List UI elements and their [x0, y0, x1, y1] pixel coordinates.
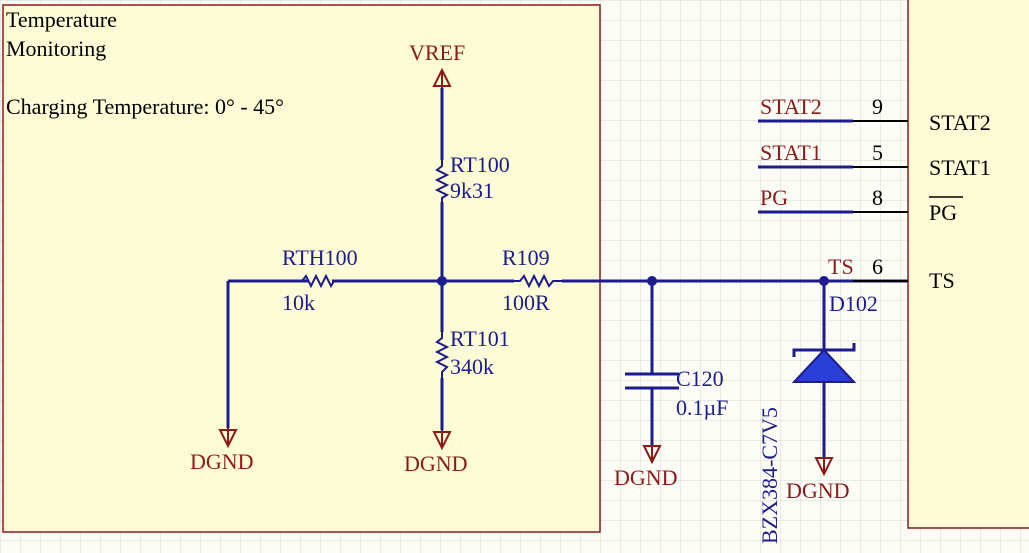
d102-ref: D102	[829, 291, 878, 316]
rt100-resistor-icon[interactable]	[434, 160, 450, 202]
rt100-value: 9k31	[450, 178, 494, 203]
pin-number-pg: 8	[872, 185, 883, 210]
rth100-value: 10k	[282, 290, 315, 315]
r109-ref: R109	[502, 245, 550, 270]
charging-temperature-note: Charging Temperature: 0° - 45°	[6, 94, 284, 119]
pin-name-ts: TS	[929, 268, 955, 293]
net-label-ts: TS	[828, 254, 854, 279]
vref-power-icon	[432, 67, 452, 88]
r109-resistor-icon[interactable]	[514, 273, 562, 289]
rt100-ref: RT100	[450, 152, 510, 177]
net-label-stat1: STAT1	[760, 140, 822, 165]
dgnd-label-rt101: DGND	[404, 451, 468, 476]
dgnd-d102-icon	[814, 457, 834, 477]
junction-c120	[647, 276, 657, 286]
d102-value: BZX384-C7V5	[757, 407, 782, 544]
dgnd-rt101-icon	[432, 430, 452, 451]
sheet-block[interactable]	[2, 4, 601, 533]
d102-zener-diode-icon[interactable]	[791, 343, 857, 383]
pin-name-stat1: STAT1	[929, 155, 991, 180]
rt101-ref: RT101	[450, 326, 510, 351]
dgnd-c120-icon	[642, 445, 662, 465]
rth100-ref: RTH100	[282, 245, 358, 270]
rt101-resistor-icon[interactable]	[434, 332, 450, 378]
c120-capacitor-icon[interactable]	[625, 372, 679, 390]
sheet-title-line2: Monitoring	[6, 36, 106, 61]
ic-body[interactable]	[907, 0, 1029, 529]
junction-d102	[819, 276, 829, 286]
junction-center	[437, 276, 447, 286]
pin-number-stat1: 5	[872, 140, 883, 165]
net-label-stat2: STAT2	[760, 94, 822, 119]
pin-number-ts: 6	[872, 254, 883, 279]
sheet-title-line1: Temperature	[6, 7, 117, 32]
dgnd-label-rth100: DGND	[190, 449, 254, 474]
rth100-thermistor-icon[interactable]	[298, 273, 340, 289]
pin-name-stat2: STAT2	[929, 110, 991, 135]
dgnd-label-c120: DGND	[614, 465, 678, 490]
c120-ref: C120	[676, 366, 724, 391]
pin-name-pg: PG	[929, 200, 957, 225]
dgnd-rth100-icon	[218, 428, 238, 449]
net-label-pg: PG	[760, 185, 788, 210]
r109-value: 100R	[502, 290, 550, 315]
vref-label: VREF	[409, 40, 465, 65]
pin-number-stat2: 9	[872, 94, 883, 119]
c120-value: 0.1µF	[676, 395, 728, 420]
rt101-value: 340k	[450, 354, 494, 379]
dgnd-label-d102: DGND	[786, 478, 850, 503]
